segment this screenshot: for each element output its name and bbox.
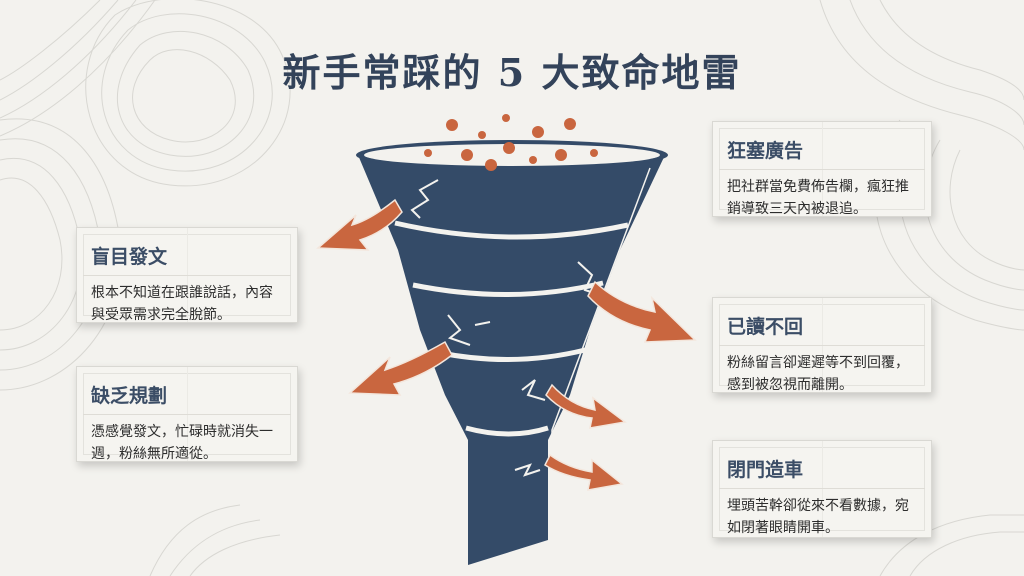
droplets — [424, 114, 598, 171]
card-body: 埋頭苦幹卻從來不看數據，宛如閉著眼睛開車。 — [727, 498, 909, 536]
card-closed-door: 閉門造車 埋頭苦幹卻從來不看數據，宛如閉著眼睛開車。 — [712, 440, 932, 538]
card-read-no-reply: 已讀不回 粉絲留言卻遲遲等不到回覆，感到被忽視而離開。 — [712, 297, 932, 393]
card-body: 把社群當免費佈告欄，瘋狂推銷導致三天內被退追。 — [727, 179, 909, 217]
card-title: 狂塞廣告 — [719, 122, 925, 170]
card-spam-ads: 狂塞廣告 把社群當免費佈告欄，瘋狂推銷導致三天內被退追。 — [712, 121, 932, 217]
card-title: 已讀不回 — [719, 298, 925, 346]
card-title: 閉門造車 — [719, 441, 925, 489]
card-body: 粉絲留言卻遲遲等不到回覆，感到被忽視而離開。 — [727, 355, 909, 393]
card-body: 憑感覺發文，忙碌時就消失一週，粉絲無所適從。 — [91, 424, 273, 462]
card-body: 根本不知道在跟誰說話，內容與受眾需求完全脫節。 — [91, 285, 273, 323]
card-title: 盲目發文 — [83, 228, 291, 276]
page-title: 新手常踩的 5 大致命地雷 — [282, 50, 742, 95]
card-blind-posting: 盲目發文 根本不知道在跟誰說話，內容與受眾需求完全脫節。 — [76, 227, 298, 323]
card-title: 缺乏規劃 — [83, 367, 291, 415]
crack-icon — [410, 179, 601, 477]
leak-arrow-icon — [316, 198, 697, 491]
card-no-planning: 缺乏規劃 憑感覺發文，忙碌時就消失一週，粉絲無所適從。 — [76, 366, 298, 462]
